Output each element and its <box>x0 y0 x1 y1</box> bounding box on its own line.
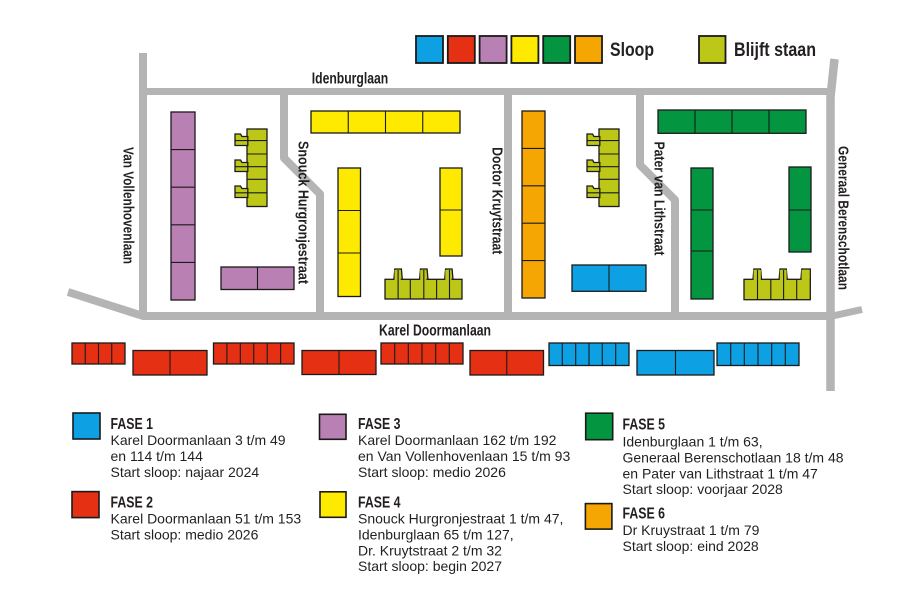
svg-text:Dr Kruystraat 1 t/m 79: Dr Kruystraat 1 t/m 79 <box>623 522 760 538</box>
svg-text:Pater van Lithstraat: Pater van Lithstraat <box>651 142 667 256</box>
svg-text:Karel Doormanlaan 162 t/m 192: Karel Doormanlaan 162 t/m 192 <box>358 432 557 448</box>
svg-text:Blijft staan: Blijft staan <box>734 39 816 61</box>
svg-text:FASE 1: FASE 1 <box>111 416 154 433</box>
svg-text:en 114 t/m 144: en 114 t/m 144 <box>111 448 204 464</box>
svg-text:Karel Doormanlaan 3 t/m 49: Karel Doormanlaan 3 t/m 49 <box>111 432 286 448</box>
svg-text:FASE 3: FASE 3 <box>358 416 401 433</box>
svg-text:Start sloop: eind 2028: Start sloop: eind 2028 <box>623 538 759 554</box>
svg-text:Start sloop: najaar 2024: Start sloop: najaar 2024 <box>111 464 260 480</box>
svg-text:en Pater van Lithstraat 1 t/m: en Pater van Lithstraat 1 t/m 47 <box>623 466 819 482</box>
svg-text:Doctor Kruytstraat: Doctor Kruytstraat <box>489 147 505 254</box>
svg-text:en Van Vollenhovenlaan 15 t/m: en Van Vollenhovenlaan 15 t/m 93 <box>358 448 570 464</box>
svg-text:Van Vollenhovenlaan: Van Vollenhovenlaan <box>119 147 135 264</box>
svg-text:Generaal Berenschotlaan: Generaal Berenschotlaan <box>835 146 851 290</box>
svg-text:FASE 2: FASE 2 <box>111 495 154 512</box>
svg-text:Start sloop: medio 2026: Start sloop: medio 2026 <box>111 527 259 543</box>
svg-text:Snouck Hurgronjestraat: Snouck Hurgronjestraat <box>295 141 311 284</box>
svg-text:Start sloop: medio 2026: Start sloop: medio 2026 <box>358 464 506 480</box>
svg-text:Start sloop: voorjaar 2028: Start sloop: voorjaar 2028 <box>623 481 784 497</box>
svg-text:Karel Doormanlaan 51 t/m 153: Karel Doormanlaan 51 t/m 153 <box>111 511 302 527</box>
svg-text:FASE 6: FASE 6 <box>623 506 666 523</box>
svg-text:Karel Doormanlaan: Karel Doormanlaan <box>379 323 491 340</box>
svg-text:Sloop: Sloop <box>610 39 654 61</box>
svg-text:Idenburglaan: Idenburglaan <box>312 70 389 87</box>
svg-text:Dr. Kruytstraat 2 t/m 32: Dr. Kruytstraat 2 t/m 32 <box>358 543 502 559</box>
svg-text:Idenburglaan 1 t/m 63,: Idenburglaan 1 t/m 63, <box>623 434 763 450</box>
svg-text:FASE 4: FASE 4 <box>358 495 401 512</box>
svg-text:Start sloop: begin 2027: Start sloop: begin 2027 <box>358 558 502 574</box>
svg-text:FASE 5: FASE 5 <box>623 417 666 434</box>
svg-text:Generaal Berenschotlaan 18 t/m: Generaal Berenschotlaan 18 t/m 48 <box>623 450 844 466</box>
svg-text:Snouck Hurgronjestraat 1 t/m 4: Snouck Hurgronjestraat 1 t/m 47, <box>358 511 563 527</box>
svg-text:Idenburglaan 65 t/m 127,: Idenburglaan 65 t/m 127, <box>358 527 514 543</box>
